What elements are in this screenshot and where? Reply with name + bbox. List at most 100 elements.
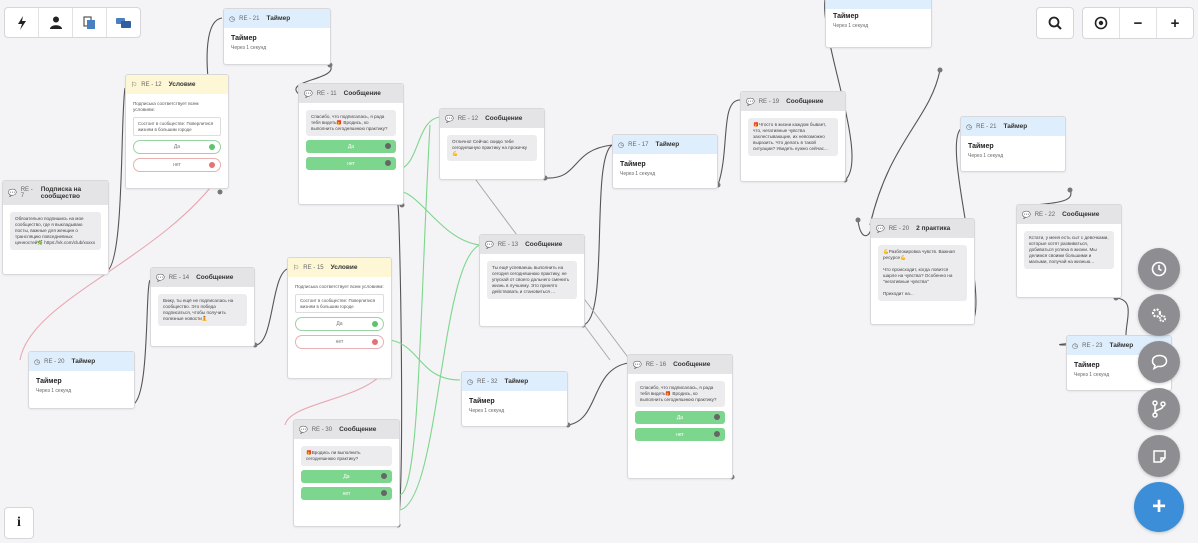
node-type: Сообщение — [196, 274, 234, 281]
reply-button-no[interactable]: нет — [306, 157, 396, 170]
reply-button-yes[interactable]: Да — [301, 470, 392, 483]
plus-icon: + — [1151, 493, 1166, 520]
zoom-in-button[interactable]: + — [1157, 8, 1193, 38]
zoom-out-button[interactable]: − — [1120, 8, 1157, 38]
node-id: RE - 19 — [758, 98, 780, 105]
note-fab[interactable] — [1138, 435, 1180, 477]
node-type: Таймер — [1003, 123, 1028, 130]
node-type: 2 практика — [916, 225, 951, 232]
branch-fab[interactable] — [1138, 388, 1180, 430]
center-view-button[interactable] — [1083, 8, 1120, 38]
node-id: RE - 11 — [316, 90, 337, 97]
node-type: Таймер — [71, 358, 96, 365]
reply-button-yes[interactable]: Да — [635, 411, 725, 424]
wire — [717, 99, 741, 186]
reply-button-no[interactable]: нет — [301, 487, 392, 500]
port-dot[interactable] — [385, 160, 391, 166]
condition-yes-button[interactable]: Да — [133, 140, 221, 154]
user-button[interactable] — [39, 8, 73, 37]
flag-icon: ⚐ — [131, 81, 138, 89]
node-header — [826, 0, 931, 9]
node-title: Таймер — [469, 398, 495, 405]
message-fab[interactable] — [1138, 341, 1180, 383]
node-type: Таймер — [266, 15, 291, 22]
message-icon: 💬 — [299, 426, 308, 434]
node-subtitle: Через 1 секунд — [469, 408, 505, 414]
node-type: Сообщение — [786, 98, 824, 105]
message-text: 🎁Вродись ли выполнить сегодняшнюю практи… — [301, 446, 392, 466]
condition-box: Состоит в сообществе: Поверлитися жизням… — [133, 117, 221, 136]
node-subtitle: Через 1 секунд — [231, 45, 267, 51]
wire — [869, 69, 941, 226]
lightning-button[interactable] — [5, 8, 39, 37]
wire — [389, 339, 461, 381]
settings-fab[interactable] — [1138, 294, 1180, 336]
node-subtitle: Через 1 секунд — [968, 153, 1004, 159]
node-subtitle: Через 1 секунд — [620, 171, 656, 177]
node-id: RE - 12 — [141, 81, 162, 88]
port-dot[interactable] — [714, 431, 720, 437]
port-dot[interactable] — [381, 473, 387, 479]
node-type: Таймер — [1109, 342, 1134, 349]
clock-icon — [1151, 261, 1167, 277]
node-type: Сообщение — [343, 90, 381, 97]
node-id: RE - 7 — [20, 187, 33, 199]
node-type: Таймер — [504, 378, 529, 385]
port-dot[interactable] — [209, 162, 215, 168]
message-icon: 💬 — [633, 361, 642, 369]
reply-button-yes[interactable]: Да — [306, 140, 396, 153]
port-dot — [1067, 187, 1073, 193]
timer-fab[interactable] — [1138, 248, 1180, 290]
node-type: Условие — [168, 81, 196, 88]
node-type: Сообщение — [673, 361, 711, 368]
condition-no-button[interactable]: нет — [295, 335, 384, 349]
port-dot[interactable] — [372, 339, 378, 345]
message-text: Отлично! Сейчас скидю тебе сегодняшную п… — [447, 135, 537, 161]
copy-button[interactable] — [73, 8, 107, 37]
chat-button[interactable] — [107, 8, 140, 37]
port-dot — [217, 189, 223, 195]
info-button[interactable]: i — [4, 507, 34, 539]
search-button[interactable] — [1037, 8, 1073, 38]
condition-yes-button[interactable]: Да — [295, 317, 384, 331]
condition-no-button[interactable]: нет — [133, 158, 221, 172]
message-icon: 💬 — [156, 274, 165, 282]
wire — [394, 189, 481, 246]
node-id: RE - 23 — [1082, 342, 1103, 349]
port-dot[interactable] — [714, 414, 720, 420]
port-dot[interactable] — [209, 144, 215, 150]
node-type: Сообщение — [1062, 211, 1100, 218]
add-node-fab[interactable]: + — [1134, 482, 1184, 532]
port-dot[interactable] — [372, 321, 378, 327]
reply-button-no[interactable]: нет — [635, 428, 725, 441]
port-dot[interactable] — [381, 490, 387, 496]
info-icon: i — [17, 515, 21, 530]
port-dot[interactable] — [385, 143, 391, 149]
